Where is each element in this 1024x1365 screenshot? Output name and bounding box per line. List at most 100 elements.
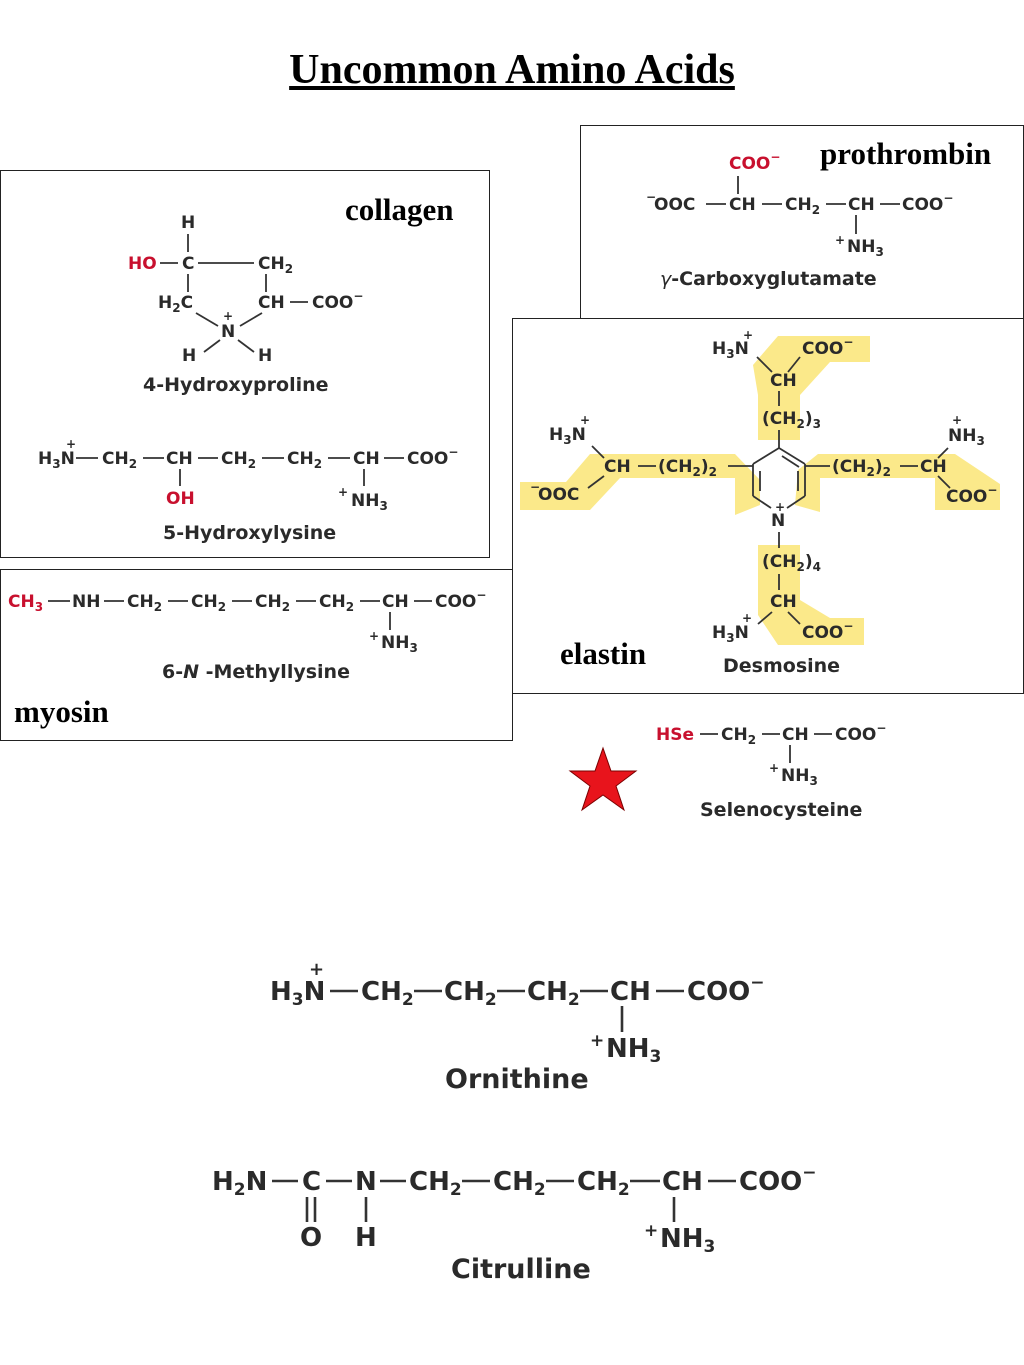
svg-text:CH2: CH2	[361, 977, 414, 1010]
svg-text:CH2: CH2	[258, 254, 293, 276]
svg-text:COO−: COO−	[687, 973, 765, 1007]
svg-text:H3N: H3N	[270, 977, 325, 1010]
svg-text:CH2: CH2	[721, 725, 756, 747]
svg-text:NH3: NH3	[781, 766, 818, 788]
svg-text:N: N	[771, 511, 785, 531]
svg-text:H: H	[181, 213, 195, 233]
svg-text:NH: NH	[72, 592, 100, 612]
svg-text:CH2: CH2	[255, 592, 290, 614]
svg-text:H: H	[258, 346, 272, 366]
svg-text:NH3: NH3	[660, 1224, 715, 1257]
citrulline-structure: H2N C N CH2 CH2 CH2 CH COO− O H + NH3 Ci…	[212, 1163, 817, 1285]
svg-text:CH: CH	[258, 293, 285, 313]
svg-text:(CH2)2: (CH2)2	[658, 457, 717, 479]
svg-text:COO−: COO−	[835, 721, 886, 745]
svg-text:CH2: CH2	[287, 449, 322, 471]
svg-text:−: −	[646, 190, 656, 204]
desmosine-highlight-left	[520, 454, 760, 515]
methyllysine-name: -Methyllysine	[199, 661, 350, 683]
svg-text:γ-Carboxyglutamate: γ-Carboxyglutamate	[660, 268, 877, 290]
svg-text:OH: OH	[166, 489, 195, 509]
svg-text:(CH2)4: (CH2)4	[762, 552, 821, 574]
elastin-label: elastin	[560, 636, 647, 671]
svg-text:OOC: OOC	[654, 195, 695, 215]
collagen-box	[0, 170, 490, 558]
svg-text:CH2: CH2	[493, 1167, 546, 1200]
svg-text:CH: CH	[782, 725, 809, 745]
svg-text:NH3: NH3	[948, 426, 985, 448]
svg-text:CH: CH	[610, 977, 651, 1007]
svg-text:+: +	[835, 233, 845, 247]
svg-text:NH3: NH3	[847, 237, 884, 259]
svg-text:+: +	[590, 1031, 604, 1051]
carboxyglutamate-structure: COO− − OOC CH CH2 CH COO− + NH3 γ-Carbox…	[646, 150, 953, 290]
svg-text:N: N	[355, 1167, 377, 1197]
methyllysine-prefix: 6-	[162, 661, 183, 683]
svg-text:+: +	[309, 959, 324, 980]
svg-text:COO−: COO−	[739, 1163, 817, 1197]
star-icon	[568, 746, 638, 812]
svg-text:CH: CH	[729, 195, 756, 215]
svg-text:+: +	[775, 500, 785, 514]
svg-text:(CH2)2: (CH2)2	[832, 457, 891, 479]
svg-text:NH3: NH3	[606, 1034, 661, 1067]
svg-text:CH: CH	[848, 195, 875, 215]
myosin-box	[0, 569, 513, 741]
svg-text:HO: HO	[128, 254, 157, 274]
svg-text:CH: CH	[920, 457, 947, 477]
gamma-symbol: γ	[660, 268, 673, 290]
svg-text:CH2: CH2	[785, 195, 820, 217]
svg-text:C: C	[302, 1167, 321, 1197]
svg-text:O: O	[300, 1223, 322, 1253]
collagen-label: collagen	[345, 192, 454, 227]
svg-text:H: H	[182, 346, 196, 366]
svg-text:C: C	[182, 254, 194, 274]
svg-text:+: +	[769, 761, 779, 775]
svg-text:H2C: H2C	[158, 293, 193, 315]
svg-text:CH: CH	[662, 1167, 703, 1197]
selenocysteine-name: Selenocysteine	[700, 799, 862, 821]
desmosine-highlight-top	[753, 336, 870, 440]
hydroxylysine-name: 5-Hydroxylysine	[163, 522, 336, 544]
ornithine-name: Ornithine	[445, 1064, 589, 1095]
svg-text:COO−: COO−	[312, 289, 363, 313]
svg-text:CH: CH	[166, 449, 193, 469]
hydroxylysine-structure: + H3N CH2 CH CH2 CH2 CH COO− OH + NH3 5-…	[38, 437, 458, 544]
svg-text:CH2: CH2	[527, 977, 580, 1010]
hydroxyproline-name: 4-Hydroxyproline	[143, 374, 329, 396]
desmosine-structure: + H3N COO− CH (CH2)3 + N + H3N CH (CH2)2…	[520, 328, 1000, 677]
hydroxyproline-structure: H HO C CH2 H2C CH COO− + N H H 4-Hydroxy…	[128, 213, 363, 396]
desmosine-highlight-right	[795, 454, 1000, 512]
svg-text:CH2: CH2	[127, 592, 162, 614]
svg-text:+: +	[369, 629, 379, 643]
desmosine-name: Desmosine	[723, 655, 840, 677]
svg-text:COO−: COO−	[902, 191, 953, 215]
svg-text:CH2: CH2	[191, 592, 226, 614]
svg-text:H3N: H3N	[38, 449, 75, 471]
svg-text:CH3: CH3	[8, 592, 43, 614]
svg-text:H3N: H3N	[712, 623, 749, 645]
svg-text:CH: CH	[770, 592, 797, 612]
methyllysine-structure: CH3 NH CH2 CH2 CH2 CH2 CH COO− + NH3 6-N…	[8, 588, 486, 683]
citrulline-name: Citrulline	[451, 1254, 591, 1285]
svg-text:+: +	[742, 611, 752, 625]
svg-text:CH2: CH2	[319, 592, 354, 614]
svg-text:H2N: H2N	[212, 1167, 267, 1200]
selenocysteine-structure: HSe CH2 CH COO− + NH3 Selenocysteine	[656, 721, 886, 821]
svg-text:+: +	[580, 413, 590, 427]
page-title: Uncommon Amino Acids	[289, 47, 735, 93]
svg-text:6-N -Methyllysine: 6-N -Methyllysine	[162, 661, 350, 683]
svg-text:CH2: CH2	[221, 449, 256, 471]
svg-text:NH3: NH3	[381, 633, 418, 655]
svg-text:+: +	[338, 485, 348, 499]
svg-text:+: +	[66, 437, 76, 451]
svg-text:CH2: CH2	[102, 449, 137, 471]
svg-text:CH: CH	[604, 457, 631, 477]
svg-text:COO−: COO−	[729, 150, 780, 174]
svg-text:CH2: CH2	[444, 977, 497, 1010]
svg-text:H: H	[355, 1223, 377, 1253]
svg-text:N: N	[221, 322, 235, 342]
svg-text:+: +	[952, 413, 962, 427]
svg-text:+: +	[644, 1221, 658, 1241]
